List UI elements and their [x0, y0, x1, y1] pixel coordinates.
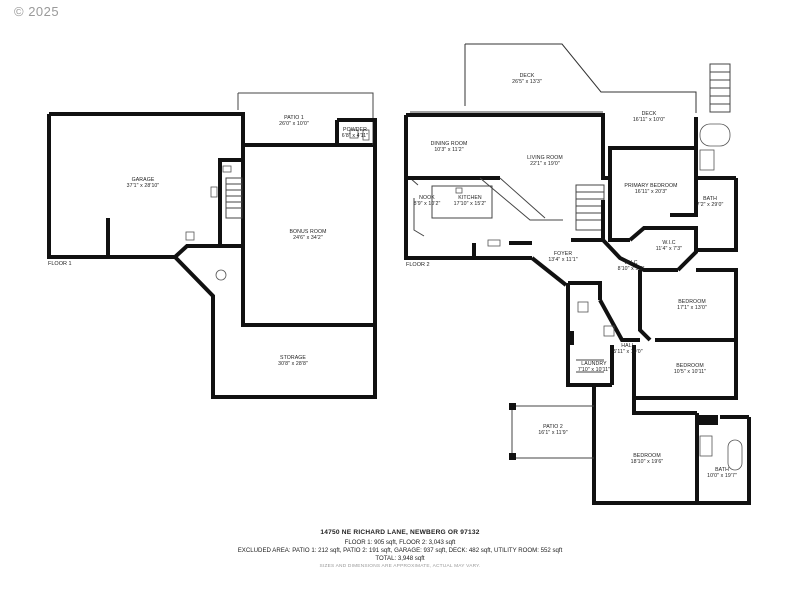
room-dims: 6'8" x 4'11"	[341, 133, 369, 140]
room-label-wic-1: W.I.C 11'4" x 7'3"	[656, 240, 682, 253]
room-name: POWDER	[343, 127, 367, 133]
room-name: NOOK	[419, 195, 435, 201]
room-name: BONUS ROOM	[289, 229, 327, 235]
copyright-watermark: © 2025	[14, 4, 60, 19]
room-label-bedroom-3: BEDROOM 18'10" x 19'6"	[631, 453, 664, 466]
floor1-label: FLOOR 1	[48, 261, 72, 267]
room-name: FOYER	[553, 251, 573, 257]
room-label-primary-bedroom: PRIMARY BEDROOM 16'11" x 20'3"	[624, 183, 677, 196]
floor2-label: FLOOR 2	[406, 262, 430, 268]
floor2-walls	[404, 43, 751, 505]
room-label-hall: HALL 5'11" x 10'0"	[613, 343, 642, 356]
room-dims: 7'10" x 10'11"	[577, 367, 611, 374]
room-dims: 16'11" x 10'0"	[632, 117, 666, 124]
property-address: 14750 NE RICHARD LANE, NEWBERG OR 97132	[320, 529, 480, 536]
room-dims: 37'1" x 28'10"	[126, 183, 160, 190]
room-label-bedroom-2: BEDROOM 10'5" x 10'11"	[674, 363, 706, 376]
room-name: W.I.C	[624, 260, 638, 266]
room-dims: 10'3" x 11'2"	[434, 147, 464, 154]
room-name: GARAGE	[131, 177, 155, 183]
room-label-deck-upper: DECK 26'5" x 13'3"	[512, 73, 542, 86]
room-label-kitchen: KITCHEN 17'10" x 15'2"	[454, 195, 487, 208]
room-label-laundry: LAUNDRY 7'10" x 10'11"	[578, 361, 610, 374]
room-name: LIVING ROOM	[527, 155, 563, 161]
room-dims: 17'1" x 13'0"	[677, 305, 707, 312]
room-dims: 17'10" x 15'2"	[453, 201, 487, 208]
room-name: BATH	[715, 467, 729, 473]
room-dims: 8'10" x 9'3"	[617, 266, 645, 273]
total-area: TOTAL: 3,948 sqft	[375, 555, 425, 562]
room-label-bath-primary: BATH 7'2" x 29'0"	[697, 196, 724, 209]
room-dims: 8'9" x 10'2"	[413, 201, 441, 208]
room-dims: 10'0" x 19'7"	[707, 473, 737, 480]
room-dims: 5'11" x 10'0"	[613, 349, 643, 356]
room-name: STORAGE	[280, 355, 306, 361]
excluded-area: EXCLUDED AREA: PATIO 1: 212 sqft, PATIO …	[237, 547, 563, 554]
room-dims: 26'0" x 10'0"	[279, 121, 309, 128]
room-name: BEDROOM	[633, 453, 661, 459]
room-dims: 18'10" x 19'6"	[630, 459, 664, 466]
room-name: BEDROOM	[678, 299, 706, 305]
room-dims: 7'2" x 29'0"	[696, 202, 724, 209]
room-dims: 24'6" x 34'2"	[293, 235, 323, 242]
room-name: DECK	[519, 73, 535, 79]
room-dims: 16'1" x 11'9"	[538, 430, 568, 437]
room-name: BATH	[703, 196, 717, 202]
room-label-garage: GARAGE 37'1" x 28'10"	[127, 177, 160, 190]
room-label-nook: NOOK 8'9" x 10'2"	[414, 195, 441, 208]
room-dims: 26'5" x 13'3"	[512, 79, 542, 86]
room-name: W.I.C	[662, 240, 676, 246]
room-label-bath-2: BATH 10'0" x 19'7"	[707, 467, 737, 480]
room-label-living-room: LIVING ROOM 22'1" x 19'0"	[527, 155, 563, 168]
room-name: DINING ROOM	[430, 141, 468, 147]
room-dims: 30'8" x 28'8"	[278, 361, 308, 368]
floor1-walls	[47, 92, 377, 399]
room-label-deck-lower: DECK 16'11" x 10'0"	[633, 111, 665, 124]
room-label-dining-room: DINING ROOM 10'3" x 11'2"	[431, 141, 468, 154]
room-dims: 11'4" x 7'3"	[655, 246, 683, 253]
room-name: PATIO 2	[543, 424, 563, 430]
room-dims: 13'4" x 11'1"	[548, 257, 578, 264]
disclaimer: SIZES AND DIMENSIONS ARE APPROXIMATE, AC…	[319, 564, 481, 569]
room-label-storage: STORAGE 30'8" x 28'8"	[278, 355, 308, 368]
room-name: KITCHEN	[458, 195, 482, 201]
room-label-patio-2: PATIO 2 16'1" x 11'9"	[538, 424, 567, 437]
room-dims: 22'1" x 19'0"	[530, 161, 560, 168]
room-label-bedroom-1: BEDROOM 17'1" x 13'0"	[677, 299, 707, 312]
room-label-foyer: FOYER 13'4" x 11'1"	[548, 251, 577, 264]
room-label-patio-1: PATIO 1 26'0" x 10'0"	[279, 115, 309, 128]
room-name: DECK	[641, 111, 657, 117]
room-label-wic-2: W.I.C 8'10" x 9'3"	[618, 260, 645, 273]
room-name: PRIMARY BEDROOM	[624, 183, 678, 189]
floor-areas: FLOOR 1: 905 sqft, FLOOR 2: 3,043 sqft	[344, 539, 456, 546]
room-label-bonus-room: BONUS ROOM 24'6" x 34'2"	[289, 229, 326, 242]
room-name: BEDROOM	[676, 363, 704, 369]
room-name: PATIO 1	[284, 115, 304, 121]
room-name: LAUNDRY	[581, 361, 607, 367]
room-dims: 16'11" x 20'3"	[634, 189, 668, 196]
room-name: HALL	[621, 343, 635, 349]
room-label-powder: POWDER 6'8" x 4'11"	[342, 127, 368, 140]
room-dims: 10'5" x 10'11"	[673, 369, 707, 376]
